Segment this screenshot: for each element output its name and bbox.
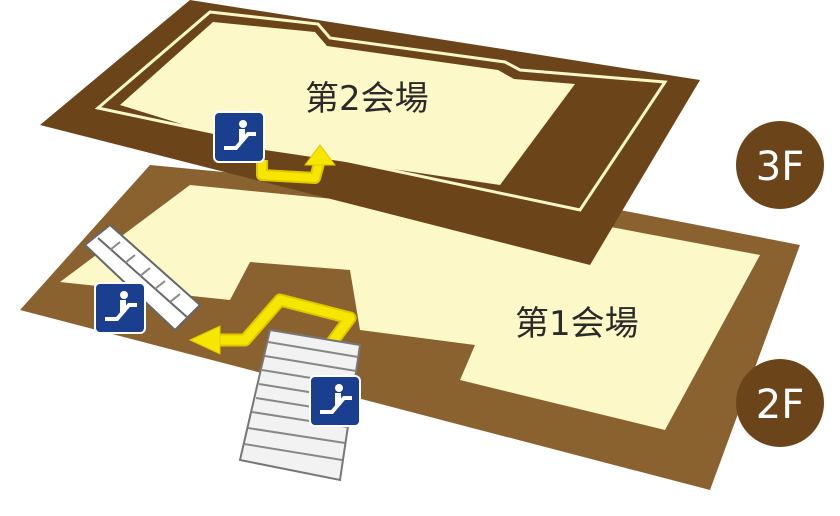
floor-badge-3f-label: 3F (756, 144, 804, 190)
route-arrowhead-2f (188, 325, 221, 355)
escalator-icon (309, 375, 361, 427)
route-arrowhead-3f (304, 144, 336, 166)
escalator-structure (83, 223, 202, 332)
floor-badge-3f: 3F (736, 121, 824, 209)
route-arrow-2f-core (215, 295, 355, 348)
hall-2-room (120, 22, 575, 185)
hall-2-label: 第2会場 (305, 79, 429, 119)
hall-1-label: 第1会場 (515, 304, 639, 344)
escalator-icon (94, 282, 146, 334)
floor-badge-2f: 2F (736, 359, 824, 447)
escalator-icon (213, 111, 265, 163)
stairs-structure (238, 328, 362, 482)
route-arrow-3f-core (258, 158, 324, 182)
floor-badge-2f-label: 2F (756, 382, 804, 428)
